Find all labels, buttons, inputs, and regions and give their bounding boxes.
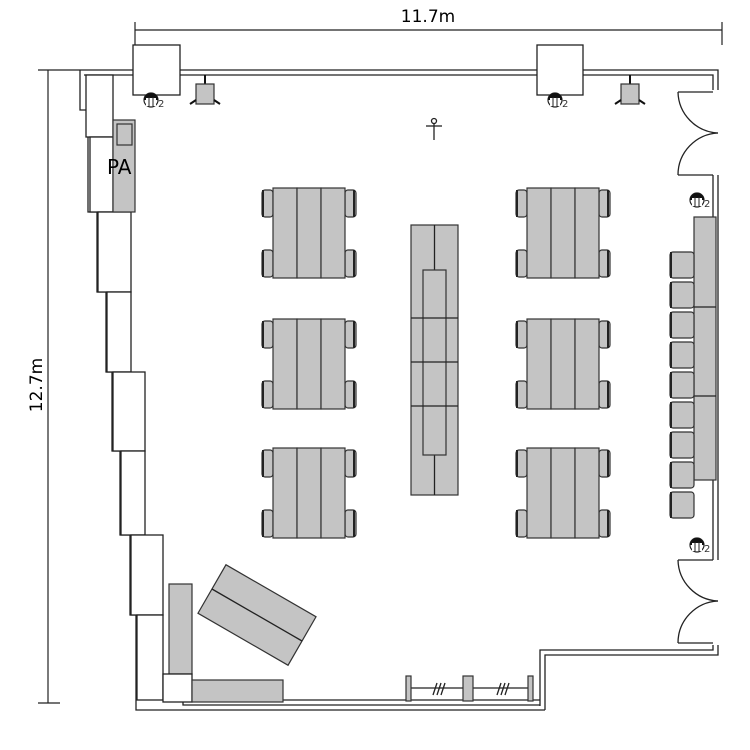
chair: [261, 189, 274, 218]
column: [132, 44, 181, 96]
table: [296, 447, 322, 539]
table: [320, 187, 346, 279]
light-icon: 2: [689, 192, 710, 210]
chair: [669, 341, 695, 369]
chair: [669, 371, 695, 399]
chair: [344, 509, 357, 538]
chair: [669, 281, 695, 309]
chair: [598, 449, 611, 478]
speaker-icon: [189, 75, 221, 105]
chair: [669, 491, 695, 519]
chair: [344, 189, 357, 218]
corner-counter: [162, 583, 284, 703]
table: [574, 318, 600, 410]
chair: [261, 249, 274, 278]
table: [550, 318, 576, 410]
height-dimension: 12.7m: [27, 69, 80, 704]
width-label: 11.7m: [401, 7, 455, 27]
table-group: [515, 447, 611, 539]
chair: [598, 189, 611, 218]
pa-desk: PA: [107, 119, 136, 213]
table-group: [261, 447, 357, 539]
table-group: [261, 318, 357, 410]
chair: [669, 401, 695, 429]
chair: [598, 320, 611, 349]
chair: [669, 311, 695, 339]
chair: [344, 449, 357, 478]
width-dimension: 11.7m: [134, 7, 723, 45]
table-group: [515, 187, 611, 279]
chair: [344, 380, 357, 409]
speaker-icon: [614, 75, 646, 105]
height-label: 12.7m: [27, 358, 47, 412]
light-icon: 2: [547, 92, 568, 110]
chair: [261, 509, 274, 538]
chair: [598, 380, 611, 409]
door-top-right: [677, 91, 719, 176]
table: [550, 187, 576, 279]
angled-table: [197, 563, 317, 667]
table: [574, 187, 600, 279]
table: [526, 187, 552, 279]
table: [272, 187, 298, 279]
door-bottom-right: [677, 559, 719, 644]
column: [536, 44, 584, 96]
light-icon: 2: [143, 92, 164, 110]
table-group: [515, 318, 611, 410]
center-table: [410, 224, 459, 496]
chair: [515, 449, 528, 478]
table: [550, 447, 576, 539]
light-icon: 2: [689, 537, 710, 555]
table: [320, 318, 346, 410]
light-count: 2: [562, 99, 568, 110]
chair: [344, 320, 357, 349]
table: [526, 318, 552, 410]
chair: [515, 380, 528, 409]
light-count: 2: [158, 99, 164, 110]
table: [320, 447, 346, 539]
table: [296, 187, 322, 279]
presenter-icon: [426, 117, 442, 140]
table: [272, 318, 298, 410]
chair: [515, 320, 528, 349]
chair: [515, 249, 528, 278]
chair: [261, 449, 274, 478]
walls: [79, 44, 719, 711]
light-count: 2: [704, 199, 710, 210]
chair: [669, 461, 695, 489]
chair: [598, 249, 611, 278]
table: [296, 318, 322, 410]
side-bench: [669, 216, 717, 519]
pa-label: PA: [107, 155, 132, 179]
chair: [598, 509, 611, 538]
chair: [344, 249, 357, 278]
light-count: 2: [704, 544, 710, 555]
chair: [261, 380, 274, 409]
table: [526, 447, 552, 539]
partition-rail: [405, 675, 534, 702]
table-group: [261, 187, 357, 279]
table: [574, 447, 600, 539]
chair: [669, 431, 695, 459]
chair: [515, 509, 528, 538]
chair: [261, 320, 274, 349]
table: [272, 447, 298, 539]
chair: [515, 189, 528, 218]
chair: [669, 251, 695, 279]
